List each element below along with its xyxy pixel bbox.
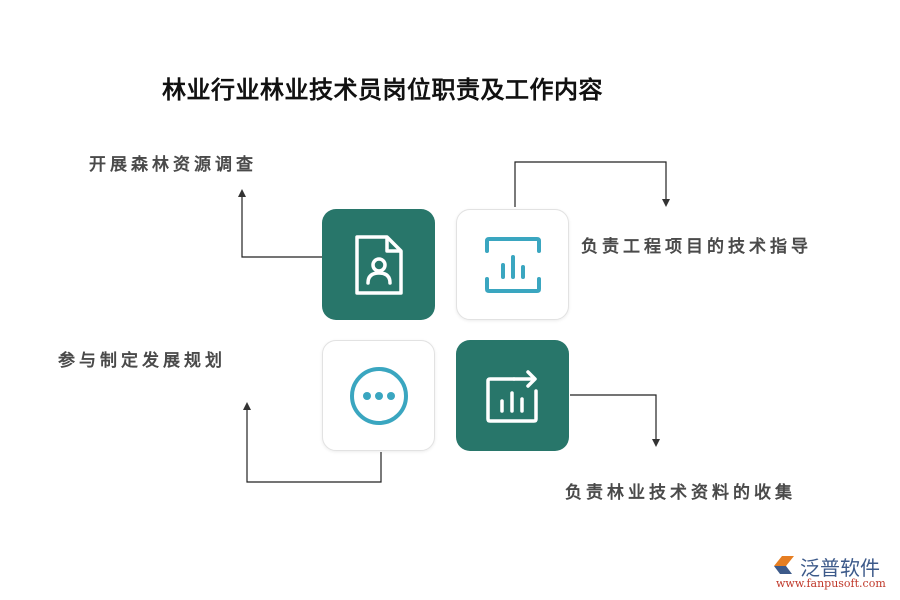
chart-export-icon	[485, 369, 538, 423]
label-development-planning: 参与制定发展规划	[58, 351, 226, 371]
tile-forest-survey	[322, 209, 435, 320]
tile-technical-guidance	[456, 209, 569, 320]
bar-chart-frame-icon	[484, 236, 541, 293]
tile-data-collection	[456, 340, 569, 451]
document-user-icon	[354, 234, 403, 295]
page-title: 林业行业林业技术员岗位职责及工作内容	[162, 76, 603, 104]
brand-logo: 泛普软件 www.fanpusoft.com	[768, 552, 898, 596]
label-technical-guidance: 负责工程项目的技术指导	[581, 237, 812, 257]
label-data-collection: 负责林业技术资料的收集	[565, 483, 796, 503]
logo-url: www.fanpusoft.com	[776, 577, 886, 590]
logo-name: 泛普软件	[800, 556, 880, 580]
tile-development-planning	[322, 340, 435, 451]
label-forest-survey: 开展森林资源调查	[89, 155, 257, 175]
logo-mark-icon	[774, 556, 794, 574]
more-circle-icon	[349, 366, 408, 425]
